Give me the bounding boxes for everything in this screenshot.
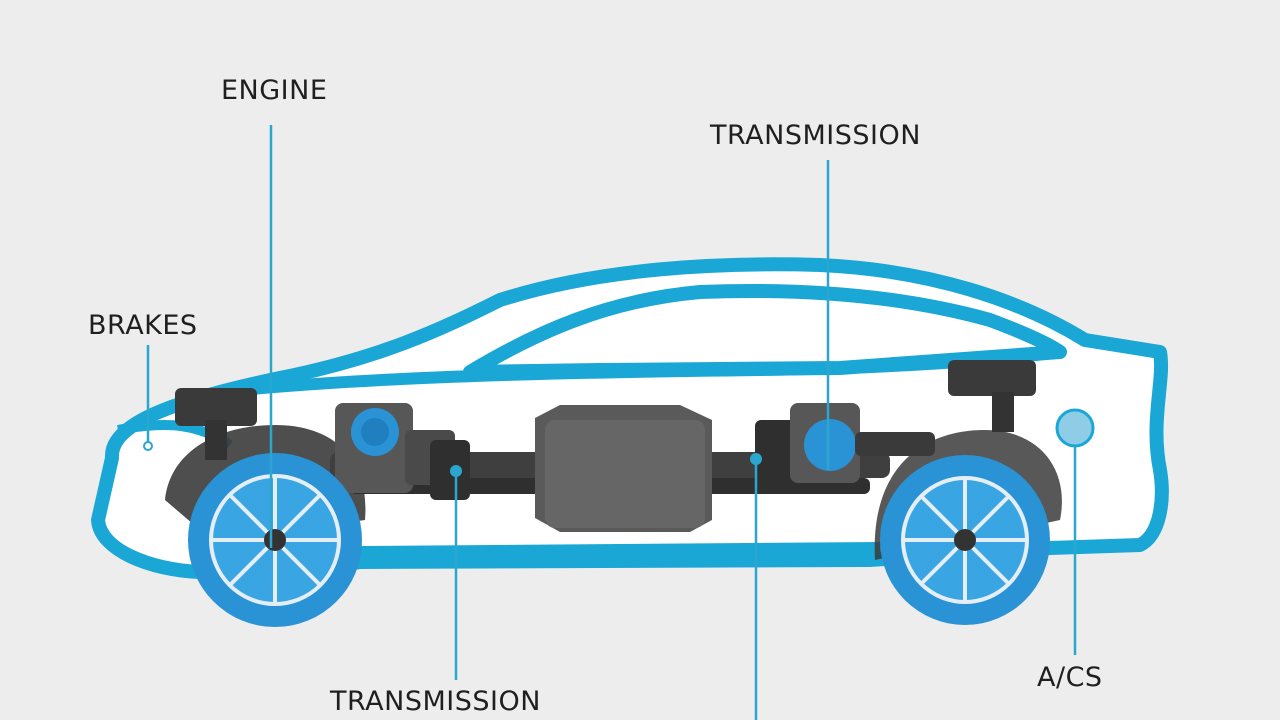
transmission-housing: [535, 405, 712, 532]
car-window: [463, 283, 1067, 379]
transmission-joint-front: [430, 440, 470, 500]
acs-component: [1055, 408, 1095, 448]
acs-label: A/CS: [1037, 662, 1103, 693]
brakes-dot: [143, 441, 153, 451]
callout-lines: [146, 125, 1077, 720]
transmission-joint-rear: [755, 420, 795, 492]
callout-dots: [143, 441, 762, 477]
front-strut: [175, 388, 257, 460]
differential: [790, 403, 935, 483]
engine-block: [335, 403, 455, 493]
driveshaft-dot: [750, 453, 762, 465]
engine-label: ENGINE: [221, 75, 328, 106]
front-wheel: [188, 453, 362, 627]
car-sill: [359, 542, 881, 558]
transmission-bottom-label: TRANSMISSION: [330, 686, 541, 717]
rear-wheel: [880, 455, 1050, 625]
brakes-label: BRAKES: [88, 310, 198, 341]
transmission-top-label: TRANSMISSION: [710, 120, 921, 151]
rear-strut: [948, 360, 1036, 432]
transmission-bottom-dot: [450, 465, 462, 477]
